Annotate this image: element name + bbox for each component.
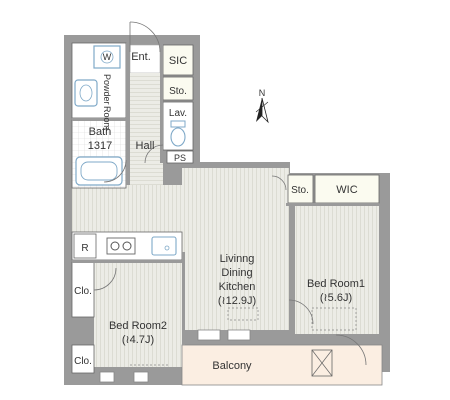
bathtub-icon [75, 156, 123, 186]
bedroom1-label: Bed Room1 [307, 278, 365, 290]
toilet-icon [170, 127, 186, 147]
bedroom2-floor [94, 262, 182, 367]
hall-storage-label: Sto. [169, 86, 187, 97]
entrance-door [129, 21, 161, 53]
interior-walls [72, 43, 379, 345]
sic-label: SIC [169, 55, 187, 67]
bed1-storage-label: Sto. [291, 185, 309, 196]
wic-label: WIC [336, 184, 357, 196]
wet-areas [71, 42, 194, 189]
bath-size-label: 1317 [88, 140, 112, 152]
powder-room-label: Powder Room [102, 74, 112, 130]
refrigerator [73, 233, 97, 259]
balcony-label: Balcony [212, 360, 252, 372]
ldk-label-line3: Kitchen [219, 281, 256, 293]
bath-label: Bath [89, 126, 112, 138]
washbasin-icon [74, 79, 98, 107]
bath-door [103, 159, 127, 183]
toilet-tank-icon [170, 120, 186, 128]
entrance-label: Ent. [131, 51, 151, 63]
compass: N [255, 88, 269, 124]
ldk-floor [182, 168, 289, 330]
bedroom2-door [93, 267, 117, 291]
balcony-hatch-box [311, 349, 333, 377]
lavatory-label: Lav. [169, 108, 187, 119]
balcony-windows [99, 329, 251, 383]
ldk-label-line1: Livinng [220, 253, 255, 265]
dashed-lines [130, 307, 357, 366]
washer-label: W [103, 52, 112, 62]
entrance-step [130, 73, 160, 100]
kitchen-sink-icon [151, 236, 177, 256]
bed1-storage [287, 174, 314, 204]
lavatory-door [144, 144, 164, 164]
doors [93, 21, 367, 366]
hall-label: Hall [136, 140, 155, 152]
storage-areas [71, 44, 380, 374]
room-labels: Ent. SIC Sto. Lav. Hall PS W Powder Room… [74, 51, 365, 372]
balcony-area [181, 344, 383, 386]
bedroom2-area-label: (≀4.7J) [122, 334, 154, 346]
bedroom1-door [288, 299, 314, 325]
closet-lower [71, 344, 95, 374]
ps-label: PS [174, 153, 186, 163]
sto-door [271, 175, 287, 191]
north-arrow-icon [255, 97, 269, 124]
walk-in-closet [314, 174, 380, 204]
ldk-label-line2: Dining [221, 267, 252, 279]
refrigerator-label: R [81, 243, 88, 254]
bedroom1-area-label: (≀5.6J) [320, 292, 352, 304]
ldk-area-label: (≀12.9J) [218, 295, 256, 307]
washer-icon [93, 45, 121, 69]
bedroom1-balcony-door [335, 334, 367, 366]
north-label: N [259, 88, 266, 98]
bedroom2-label: Bed Room2 [109, 320, 167, 332]
floors [72, 44, 379, 367]
closet-lower-label: Clo. [74, 356, 92, 367]
hall-floor [130, 100, 163, 185]
pipe-space [166, 150, 194, 164]
kitchen-corridor-floor [72, 185, 182, 240]
bedroom1-floor [295, 206, 379, 334]
closet-upper-label: Clo. [74, 286, 92, 297]
entrance-floor [129, 44, 161, 74]
